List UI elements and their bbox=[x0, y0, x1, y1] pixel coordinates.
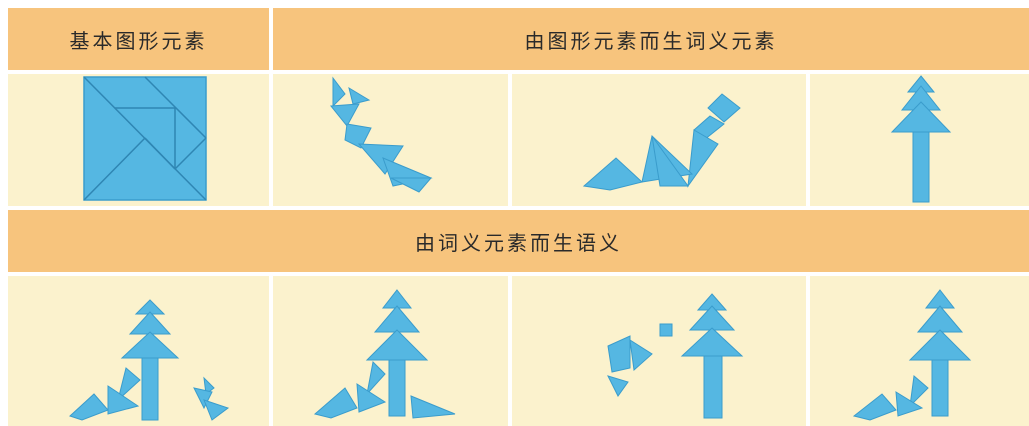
mx-ground-piece bbox=[410, 395, 456, 419]
tangram-table: 基本图形元素 由图形元素而生词义元素 bbox=[8, 8, 1029, 426]
tangram-snake-figure bbox=[582, 93, 741, 191]
cell-snake-tree-mixed bbox=[273, 276, 508, 426]
deer-ear-left bbox=[332, 76, 346, 108]
tree-trunk bbox=[912, 131, 930, 203]
mx-snake-body bbox=[313, 387, 358, 419]
ft-figure-arm bbox=[629, 339, 653, 371]
cell-tree bbox=[810, 74, 1029, 206]
header-lexical-label: 由图形元素而生词义元素 bbox=[524, 28, 778, 53]
snake-tail bbox=[582, 157, 644, 191]
header-semantic-label: 由词义元素而生语义 bbox=[415, 230, 622, 255]
cell-snake-tree-deer bbox=[8, 276, 269, 426]
snake-body-upper bbox=[687, 129, 719, 188]
tangram-deer-figure bbox=[330, 76, 433, 193]
tree-with-snake-figure bbox=[852, 289, 972, 421]
ft-figure-body bbox=[607, 335, 631, 373]
ts-snake-fold bbox=[895, 391, 924, 417]
snake-body-fold bbox=[651, 135, 689, 187]
cell-tree-with-snake bbox=[810, 276, 1029, 426]
st-deer-ear bbox=[203, 376, 215, 395]
cell-snake bbox=[512, 74, 806, 206]
mx-tree-trunk bbox=[388, 359, 406, 417]
ts-tree-trunk bbox=[931, 359, 949, 417]
figure-tree-figure bbox=[607, 293, 744, 419]
tangram-square-figure bbox=[83, 76, 207, 201]
st-tree-mid bbox=[120, 331, 180, 359]
st-tree-trunk bbox=[141, 357, 159, 421]
ts-tree-mid bbox=[908, 329, 972, 361]
ft-tree-trunk bbox=[703, 355, 723, 419]
header-basic-elements: 基本图形元素 bbox=[8, 8, 269, 70]
snake-tree-mixed-figure bbox=[313, 289, 456, 419]
cell-figure-tree bbox=[512, 276, 806, 426]
snake-head bbox=[707, 93, 741, 123]
deer-neck bbox=[344, 123, 372, 149]
ft-figure-leg bbox=[607, 375, 629, 397]
cell-basic-square bbox=[8, 74, 269, 206]
tangram-tree-figure bbox=[890, 75, 952, 203]
mx-snake-head bbox=[366, 360, 386, 396]
st-snake-body bbox=[69, 393, 109, 421]
tree-middle bbox=[890, 101, 952, 133]
header-semantic-elements: 由词义元素而生语义 bbox=[8, 210, 1029, 272]
st-deer-head bbox=[193, 387, 213, 410]
deer-leg-front bbox=[390, 177, 433, 193]
st-snake-head bbox=[117, 367, 141, 402]
ft-tree-mid bbox=[680, 327, 744, 357]
st-deer-body bbox=[203, 399, 230, 421]
ft-figure-head bbox=[659, 323, 673, 337]
square-cut-lines bbox=[83, 76, 207, 201]
mx-snake-fold bbox=[356, 383, 387, 413]
mx-tree-upper bbox=[373, 305, 421, 333]
ts-tree-upper bbox=[916, 305, 964, 333]
header-lexical-elements: 由图形元素而生词义元素 bbox=[273, 8, 1029, 70]
ts-snake-body bbox=[852, 393, 897, 421]
deer-head bbox=[330, 103, 360, 127]
header-basic-label: 基本图形元素 bbox=[69, 28, 208, 53]
st-tree-upper bbox=[128, 311, 172, 335]
deer-ear-right bbox=[348, 86, 371, 105]
cell-deer bbox=[273, 74, 508, 206]
st-snake-fold bbox=[107, 385, 140, 415]
snake-tree-deer-figure bbox=[69, 299, 230, 421]
deer-body bbox=[357, 143, 404, 175]
ft-tree-upper bbox=[688, 305, 736, 331]
mx-tree-mid bbox=[365, 329, 429, 361]
ts-snake-head bbox=[909, 375, 929, 408]
